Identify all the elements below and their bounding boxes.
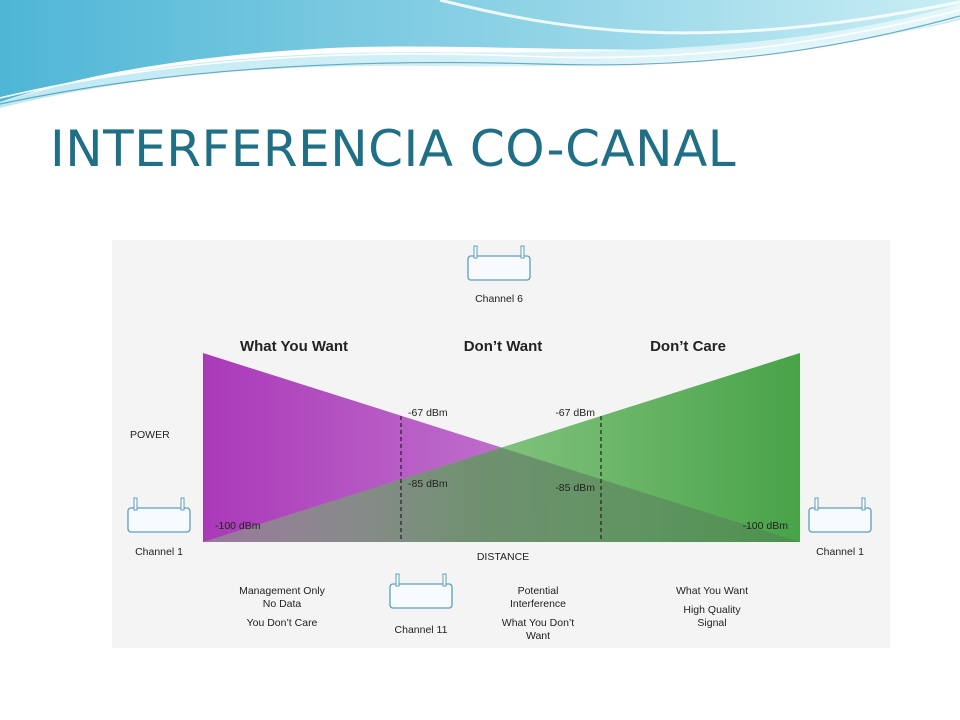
level-label-right-67: -67 dBm bbox=[555, 407, 595, 419]
access-point-channel-6-label: Channel 6 bbox=[475, 293, 523, 305]
access-point-channel-1-left-label: Channel 1 bbox=[135, 546, 183, 558]
caption-left-line-2: No Data bbox=[263, 598, 302, 610]
power-axis-label: POWER bbox=[130, 429, 170, 441]
caption-mid-line-4: Want bbox=[526, 630, 550, 642]
caption-mid-line-3: What You Don’t bbox=[502, 617, 574, 629]
caption-right-line-1: What You Want bbox=[676, 585, 748, 597]
caption-left-line-1: Management Only bbox=[239, 585, 326, 597]
caption-mid-line-1: Potential bbox=[518, 585, 559, 597]
header-swoosh-decoration bbox=[0, 0, 960, 108]
interference-overlap-region bbox=[203, 448, 800, 542]
access-point-channel-1-right-label: Channel 1 bbox=[816, 546, 864, 558]
caption-right-line-2: High Quality bbox=[683, 604, 741, 616]
access-point-channel-1-right-icon bbox=[808, 497, 872, 533]
slide-title: INTERFERENCIA CO-CANAL bbox=[50, 120, 737, 178]
co-channel-interference-figure: What You Want Don’t Want Don’t Care POWE… bbox=[112, 240, 890, 648]
level-label-left-67: -67 dBm bbox=[408, 407, 448, 419]
access-point-channel-1-left-icon bbox=[127, 497, 191, 533]
distance-axis-label: DISTANCE bbox=[477, 551, 529, 563]
channel-1-right-signal-wedge bbox=[203, 353, 800, 542]
level-label-right-85: -85 dBm bbox=[555, 482, 595, 494]
level-label-left-85: -85 dBm bbox=[408, 478, 448, 490]
level-label-left-100: -100 dBm bbox=[215, 520, 261, 532]
level-label-right-100: -100 dBm bbox=[742, 520, 788, 532]
access-point-channel-6-icon bbox=[467, 245, 531, 281]
caption-right-line-3: Signal bbox=[697, 617, 726, 629]
header-what-you-want: What You Want bbox=[240, 338, 348, 355]
caption-mid-line-2: Interference bbox=[510, 598, 566, 610]
header-dont-care: Don’t Care bbox=[650, 338, 726, 355]
caption-left-line-3: You Don’t Care bbox=[247, 617, 318, 629]
interference-diagram: What You Want Don’t Want Don’t Care POWE… bbox=[127, 245, 872, 642]
access-point-channel-11-label: Channel 11 bbox=[395, 624, 448, 636]
access-point-channel-11-icon bbox=[389, 573, 453, 609]
header-dont-want: Don’t Want bbox=[464, 338, 543, 355]
